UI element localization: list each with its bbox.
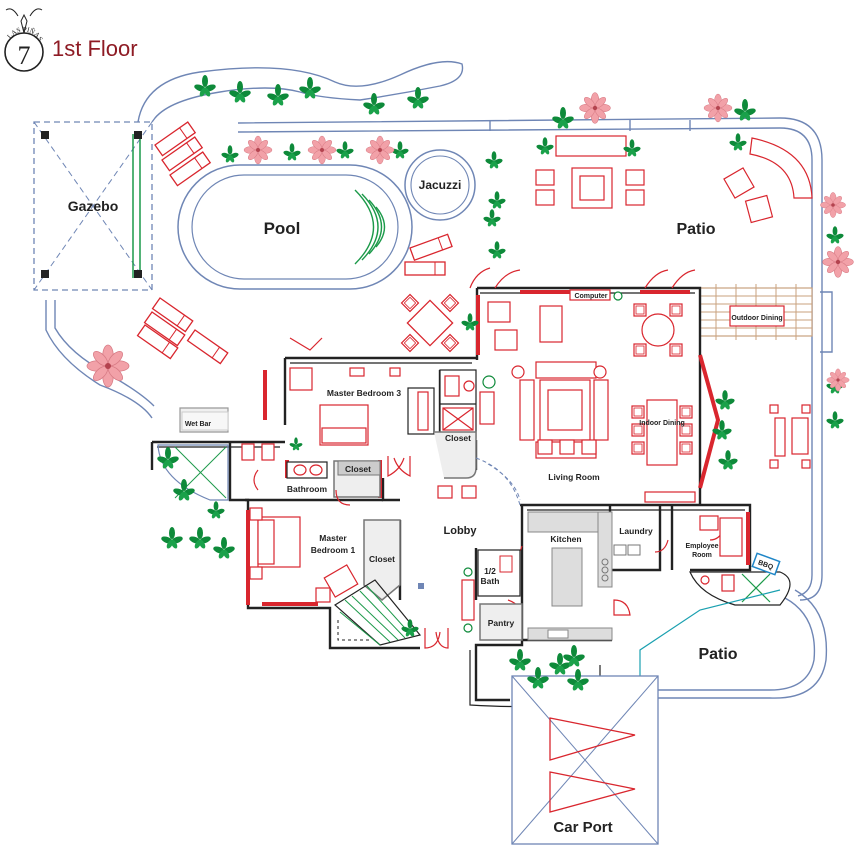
- label-pool: Pool: [264, 219, 301, 238]
- master-bedroom-3: [289, 367, 496, 446]
- label-closet-center: Closet: [345, 464, 371, 474]
- label-employee-room-line2: Room: [692, 552, 712, 559]
- car-port: Car Port: [511, 675, 659, 845]
- gazebo: Gazebo: [33, 121, 153, 291]
- closet-mb3: Closet: [434, 431, 477, 479]
- label-wet-bar: Wet Bar: [185, 421, 212, 428]
- kitchen: Kitchen: [527, 511, 613, 641]
- label-half-bath-line1: 1/2: [484, 566, 496, 576]
- label-outdoor-dining: Outdoor Dining: [731, 315, 782, 322]
- gate-line: [639, 589, 781, 680]
- label-closet-mb3: Closet: [445, 433, 471, 443]
- half-bath: 1/2 Bath: [477, 549, 521, 597]
- bathroom: [241, 443, 328, 479]
- employee-bathroom: [689, 571, 791, 606]
- label-master-bedroom-1-line2: Bedroom 1: [311, 545, 356, 555]
- label-laundry: Laundry: [619, 526, 653, 536]
- label-closet-mb1: Closet: [369, 554, 395, 564]
- label-living-room: Living Room: [548, 472, 600, 482]
- living-room-furniture: [437, 289, 696, 503]
- closet-mb1: Closet: [363, 519, 401, 601]
- closet-center: Closet: [333, 460, 381, 498]
- patio-furniture-right: [769, 404, 811, 469]
- label-pantry: Pantry: [488, 618, 515, 628]
- label-jacuzzi: Jacuzzi: [419, 178, 462, 192]
- lobby-plants: [461, 567, 475, 633]
- label-patio-bottom: Patio: [698, 646, 737, 663]
- pool: Pool: [177, 164, 413, 290]
- bbq: BBQ: [751, 552, 781, 576]
- label-kitchen: Kitchen: [550, 534, 581, 544]
- walkway-outline: [45, 60, 833, 699]
- label-patio-top: Patio: [676, 221, 715, 238]
- jacuzzi: Jacuzzi: [404, 149, 476, 221]
- entry-door-curves: [475, 457, 521, 506]
- master-bedroom-1: [249, 507, 359, 603]
- laundry: Laundry: [613, 526, 653, 556]
- label-lobby: Lobby: [444, 525, 478, 537]
- patio-seating-top: [535, 135, 813, 224]
- logo-number: 7: [18, 41, 31, 70]
- employee-room: Employee Room: [685, 515, 743, 559]
- label-bathroom: Bathroom: [287, 484, 328, 494]
- label-master-bedroom-3: Master Bedroom 3: [327, 388, 401, 398]
- patio-table-set-left: [400, 293, 460, 353]
- label-indoor-dining: Indoor Dining: [639, 420, 685, 427]
- label-computer: Computer: [574, 293, 607, 300]
- logo-antennae: [5, 8, 43, 17]
- pantry: Pantry: [479, 603, 523, 641]
- floor-title: 1st Floor: [52, 36, 138, 61]
- label-master-bedroom-1-line1: Master: [319, 533, 347, 543]
- outdoor-dining: Outdoor Dining: [699, 284, 813, 340]
- label-car-port: Car Port: [553, 819, 612, 836]
- staircase: [334, 579, 424, 646]
- label-half-bath-line2: Bath: [481, 576, 500, 586]
- label-employee-room-line1: Employee: [685, 543, 718, 550]
- brand-logo: LAS PIÑAS 7: [4, 8, 44, 72]
- label-gazebo: Gazebo: [68, 198, 119, 214]
